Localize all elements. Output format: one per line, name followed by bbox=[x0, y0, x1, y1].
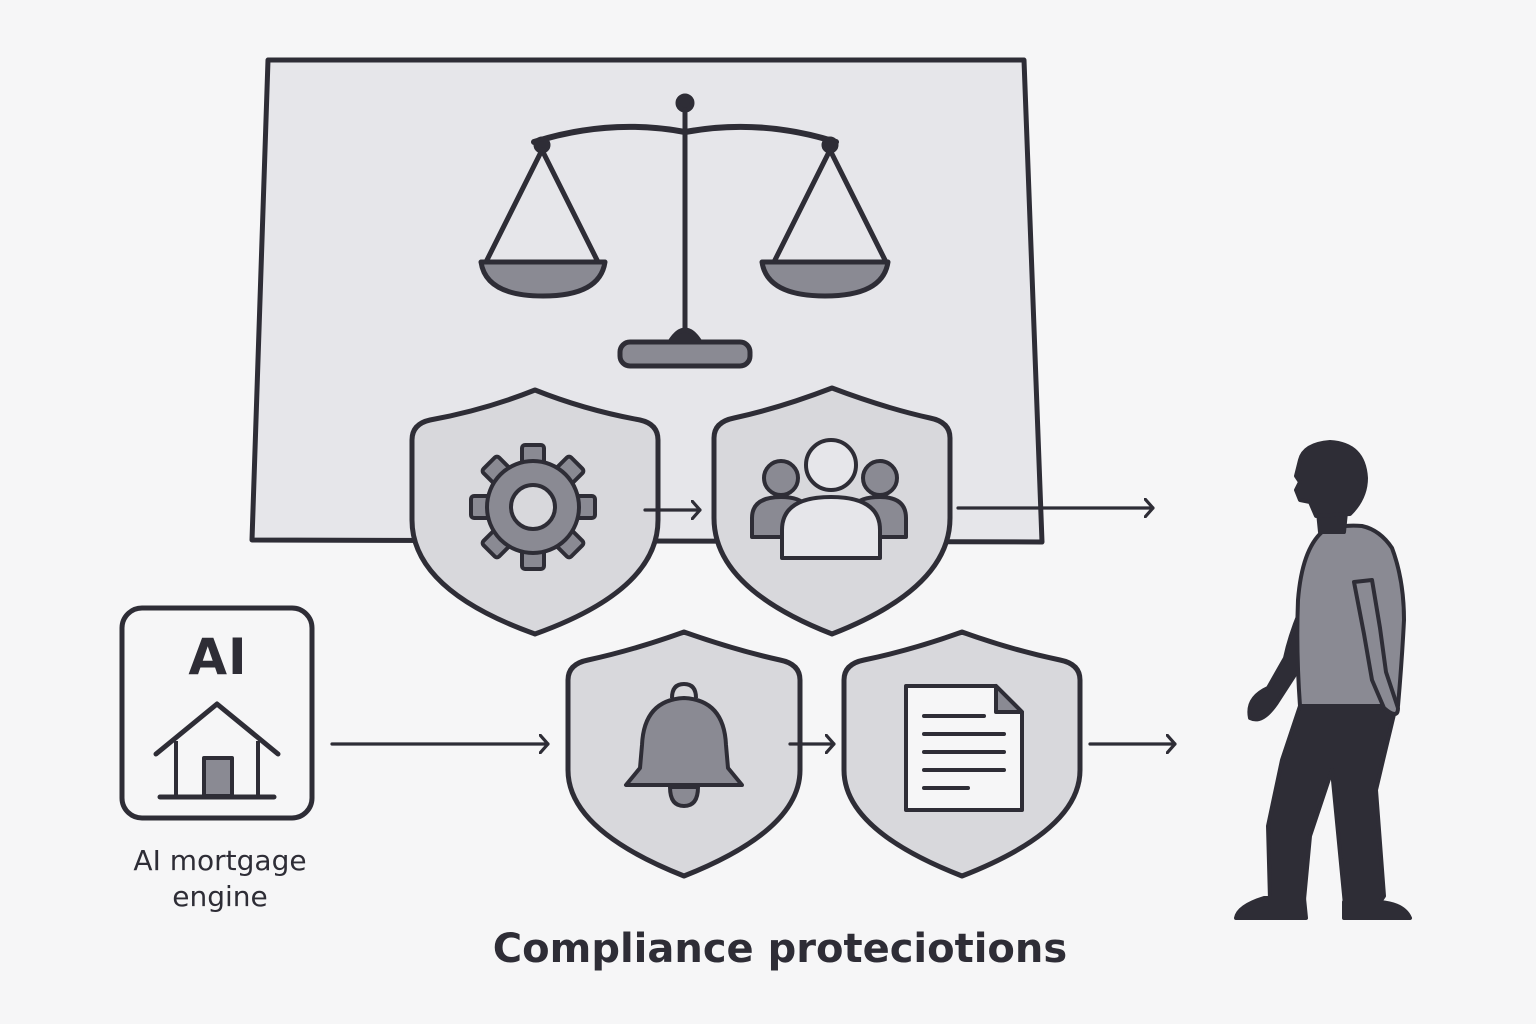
diagram-caption: Compliance proteciotions bbox=[492, 926, 1068, 972]
people-group-icon bbox=[750, 438, 908, 560]
gear-icon bbox=[469, 443, 597, 571]
bell-icon bbox=[624, 682, 744, 808]
scales-of-justice-icon bbox=[478, 93, 891, 369]
ai-engine-caption-line1: AI mortgage bbox=[133, 844, 307, 877]
ai-engine-caption: AI mortgage engine bbox=[100, 843, 340, 915]
person-walking-icon bbox=[1234, 440, 1412, 920]
flow-arrows bbox=[330, 508, 1177, 744]
ai-badge-label: AI bbox=[188, 628, 248, 686]
ai-engine-caption-line2: engine bbox=[172, 880, 268, 913]
ai-engine-box bbox=[119, 605, 315, 821]
house-icon bbox=[153, 701, 281, 800]
document-icon bbox=[904, 684, 1024, 812]
